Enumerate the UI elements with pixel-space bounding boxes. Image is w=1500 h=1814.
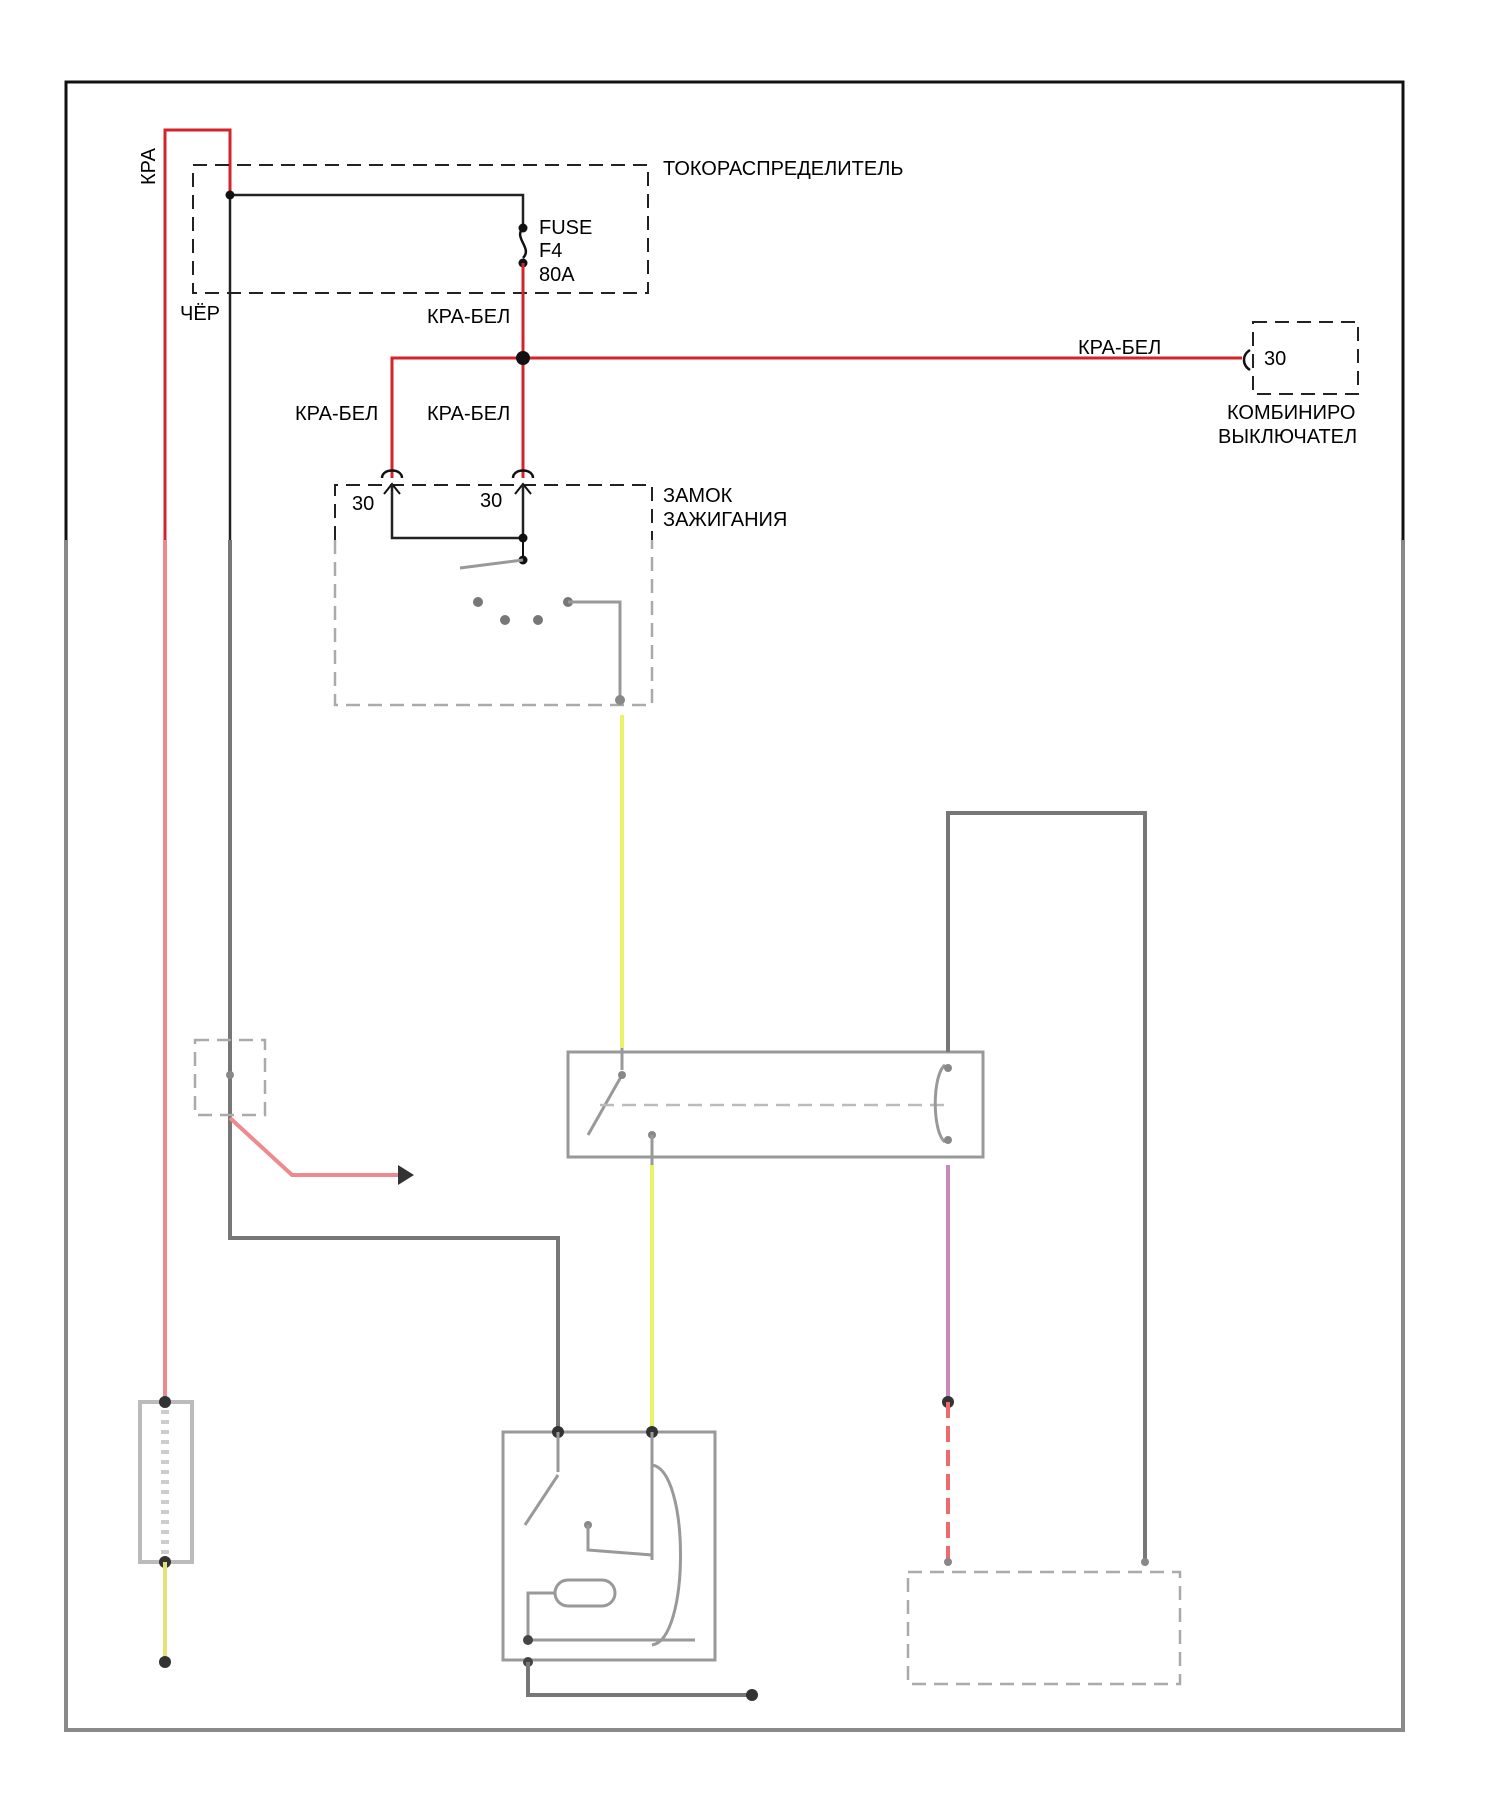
control-module-box xyxy=(908,1558,1180,1684)
label-kra-bel-center: КРА-БЕЛ xyxy=(427,403,510,425)
label-pin-30-combi: 30 xyxy=(1264,348,1286,370)
junction-box-left xyxy=(195,1040,414,1185)
combination-switch-box xyxy=(1244,322,1358,394)
label-kra-bel-right: КРА-БЕЛ xyxy=(1078,337,1161,359)
label-kra: КРА xyxy=(138,147,160,185)
label-vykluchatel: ВЫКЛЮЧАТЕЛ xyxy=(1218,426,1357,448)
label-kra-bel-top: КРА-БЕЛ xyxy=(427,306,510,328)
label-kombiniro: КОМБИНИРО xyxy=(1227,402,1355,424)
battery xyxy=(140,1396,192,1668)
label-cher: ЧЁР xyxy=(180,303,220,325)
cher-wire xyxy=(230,195,558,1432)
label-pin-30-left: 30 xyxy=(352,493,374,515)
label-zazhiganiya: ЗАЖИГАНИЯ xyxy=(663,509,787,531)
magenta-wire xyxy=(942,1165,954,1560)
label-kra-bel-left: КРА-БЕЛ xyxy=(295,403,378,425)
junction-dot xyxy=(516,351,530,365)
label-zamok: ЗАМОК xyxy=(663,485,733,507)
kra-bel-wires xyxy=(392,263,1242,478)
start-relay-box xyxy=(568,1048,983,1165)
label-fuse-line1: FUSE xyxy=(539,217,592,239)
grey-loop-wire xyxy=(948,813,1145,1560)
label-tokoraspredelitel: ТОКОРАСПРЕДЕЛИТЕЛЬ xyxy=(663,158,903,180)
label-fuse-line2: F4 xyxy=(539,240,562,262)
label-pin-30-right: 30 xyxy=(480,490,502,512)
yellow-wire xyxy=(622,715,652,1432)
starter xyxy=(503,1426,758,1701)
label-fuse-line3: 80A xyxy=(539,264,575,286)
outer-frame xyxy=(66,82,1403,1730)
